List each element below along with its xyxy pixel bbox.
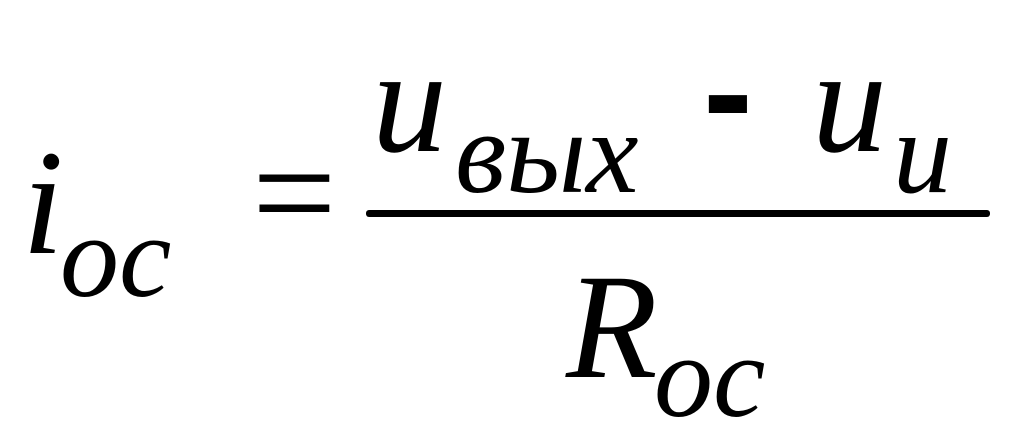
numerator-term1-subscript: вых: [455, 87, 639, 218]
numerator-term1-symbol: u: [372, 18, 447, 184]
numerator-term2-symbol: u: [812, 18, 887, 184]
equals-sign: =: [252, 110, 337, 276]
lhs-subscript: ос: [60, 191, 172, 322]
lhs-symbol: i: [22, 120, 64, 286]
minus-sign: -: [703, 7, 753, 175]
denominator-symbol: R: [566, 244, 658, 410]
denominator-subscript: ос: [654, 311, 766, 442]
numerator-term2-subscript: и: [893, 87, 952, 218]
fraction-bar: [366, 210, 990, 217]
